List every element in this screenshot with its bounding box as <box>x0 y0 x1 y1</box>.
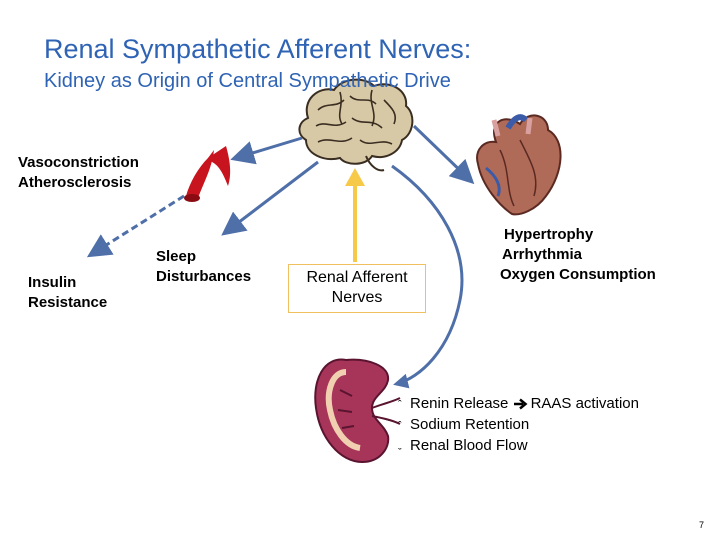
arrow-brain-to-artery <box>230 136 303 165</box>
artery-icon <box>184 146 231 202</box>
renal-afferent-line1: Renal Afferent <box>306 269 408 286</box>
page-title: Renal Sympathetic Afferent Nerves: <box>44 34 472 64</box>
renal-afferent-line2: Nerves <box>331 289 383 306</box>
increase-mark: ˆ <box>398 399 402 411</box>
heart-icon <box>476 114 562 216</box>
arrow-kidney-to-brain-head <box>345 168 365 186</box>
page-number: 7 <box>698 520 704 530</box>
page-subtitle: Kidney as Origin of Central Sympathetic … <box>44 70 451 92</box>
right-arrow-icon <box>513 398 528 410</box>
arrow-brain-to-sleep <box>221 160 319 236</box>
increase-mark: ˆ <box>398 420 402 432</box>
arrow-artery-to-insulin <box>86 194 185 258</box>
sleep-disturbances-label: Sleep Disturbances <box>156 248 252 285</box>
renal-afferent-box: Renal Afferent Nerves <box>288 264 426 313</box>
vasoconstriction-label: Vasoconstriction Atherosclerosis <box>18 154 139 191</box>
brain-icon <box>298 78 414 172</box>
decrease-mark: ˇ <box>398 447 402 459</box>
kidney-icon <box>314 358 401 464</box>
insulin-resistance-label: Insulin Resistance <box>28 274 108 311</box>
heart-effects-label: Hypertrophy Arrhythmia Oxygen Consumptio… <box>500 226 656 283</box>
arrow-brain-to-heart <box>412 124 475 185</box>
arrow-brain-to-kidney <box>391 164 464 389</box>
